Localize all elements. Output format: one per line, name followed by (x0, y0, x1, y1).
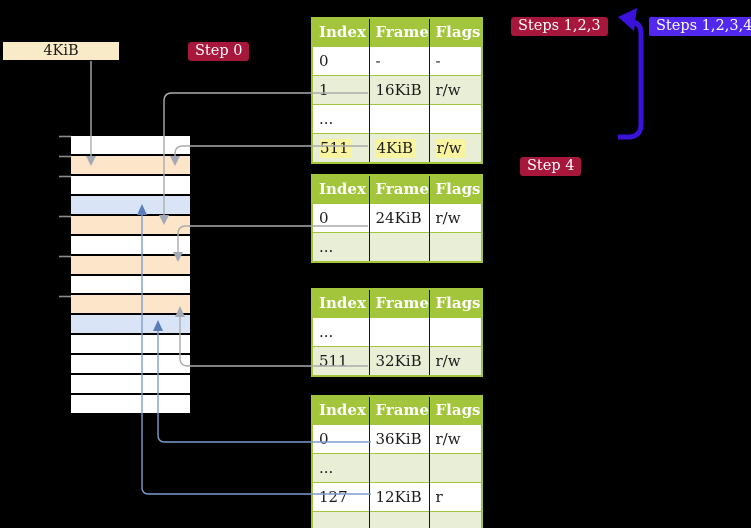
highlighted-value: r/w (435, 138, 465, 158)
memory-cell-blue (71, 315, 190, 334)
table-cell (368, 317, 429, 347)
table-row: 0-- (312, 46, 482, 76)
table-cell: r/w (428, 203, 482, 233)
table-cell (428, 511, 482, 528)
table-row: ... (312, 232, 482, 262)
table-cell: 511 (312, 346, 369, 376)
physical-memory-stack (71, 136, 190, 413)
table-cell: 24KiB (368, 203, 429, 233)
memory-cell-white (71, 235, 190, 254)
table-row: 511 4KiB r/w (312, 133, 482, 163)
column-header-index: Index (312, 175, 369, 204)
table-cell: r (428, 482, 482, 512)
table-cell: r/w (428, 75, 482, 105)
table-row: ... (312, 104, 482, 134)
memory-cell-peach (71, 215, 190, 234)
table-cell: 127 (312, 482, 369, 512)
highlighted-value: 4KiB (375, 138, 417, 158)
memory-cell-white (71, 335, 190, 354)
table-cell: 0 (312, 424, 369, 454)
table-cell: - (428, 46, 482, 76)
memory-cell-peach (71, 155, 190, 174)
table-cell: r/w (428, 424, 482, 454)
step0-badge: Step 0 (188, 42, 250, 61)
table-cell: ... (312, 317, 369, 347)
column-header-flags: Flags (428, 289, 482, 318)
memory-cell-white (71, 136, 190, 154)
table-cell: ... (312, 232, 369, 262)
table-cell (368, 232, 429, 262)
table-cell (368, 453, 429, 483)
memory-cell-white (71, 275, 190, 294)
table-cell: 4KiB (368, 133, 429, 163)
table-cell: ... (312, 453, 369, 483)
table-cell: 0 (312, 46, 369, 76)
highlighted-value: 511 (319, 138, 352, 158)
table-cell (428, 453, 482, 483)
memory-cell-white (71, 175, 190, 194)
table-row: ... (312, 511, 482, 528)
table-cell: r/w (428, 133, 482, 163)
column-header-flags: Flags (428, 175, 482, 204)
table-cell: r/w (428, 346, 482, 376)
column-header-frame: Frame (368, 396, 429, 425)
memory-ticks (59, 135, 71, 298)
column-header-frame: Frame (368, 18, 429, 47)
table-cell: 511 (312, 133, 369, 163)
table-cell (428, 232, 482, 262)
table-row: ... (312, 317, 482, 347)
table-cell: 36KiB (368, 424, 429, 454)
memory-cell-peach (71, 295, 190, 314)
table-cell: 32KiB (368, 346, 429, 376)
memory-cell-white (71, 355, 190, 374)
table-cell: 1 (312, 75, 369, 105)
column-header-index: Index (312, 289, 369, 318)
memory-cell-white (71, 375, 190, 394)
table-cell (428, 317, 482, 347)
table-cell: - (368, 46, 429, 76)
step4-badge: Step 4 (520, 157, 582, 176)
table-cell (428, 104, 482, 134)
table-row: ... (312, 453, 482, 483)
memory-cell-white (71, 395, 190, 413)
table-cell: 16KiB (368, 75, 429, 105)
table-cell: 12KiB (368, 482, 429, 512)
column-header-flags: Flags (428, 396, 482, 425)
memory-cell-blue (71, 195, 190, 214)
column-header-index: Index (312, 396, 369, 425)
steps1234-badge: Steps 1,2,3,4 (649, 17, 751, 36)
table-cell: ... (312, 511, 369, 528)
table-cell (368, 104, 429, 134)
frame-size-label: 4KiB (3, 42, 119, 60)
steps-loop-arrow (618, 8, 644, 140)
table-cell: ... (312, 104, 369, 134)
steps123-badge: Steps 1,2,3 (511, 17, 608, 36)
column-header-flags: Flags (428, 18, 482, 47)
column-header-frame: Frame (368, 175, 429, 204)
memory-cell-peach (71, 255, 190, 274)
table-cell: 0 (312, 203, 369, 233)
column-header-frame: Frame (368, 289, 429, 318)
column-header-index: Index (312, 18, 369, 47)
table-cell (368, 511, 429, 528)
